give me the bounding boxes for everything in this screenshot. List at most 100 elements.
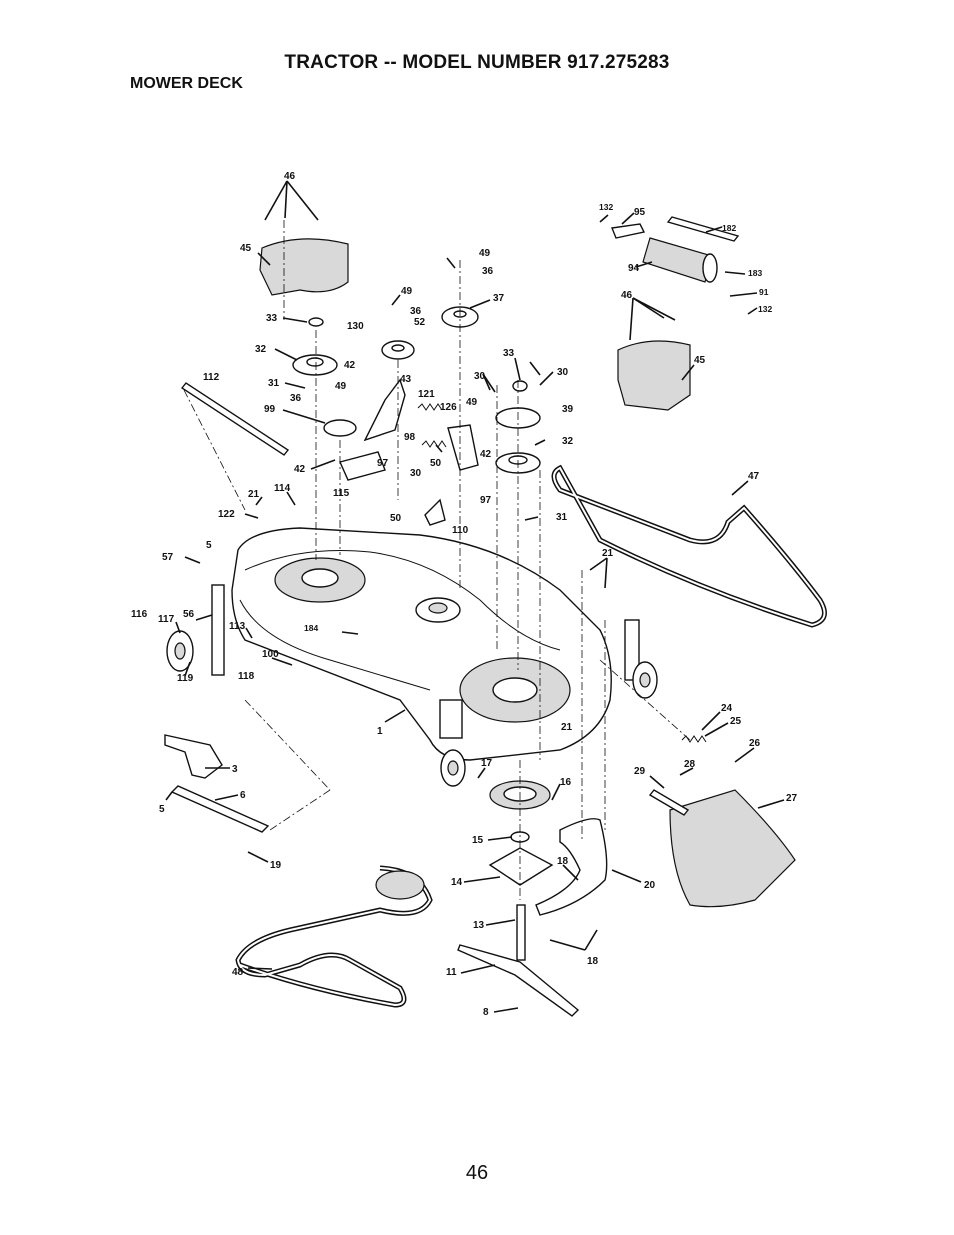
callout-label: 132 [599, 202, 613, 212]
callout-label: 46 [284, 171, 296, 182]
callout-label: 8 [483, 1007, 489, 1018]
mower-belt-47 [551, 464, 827, 628]
callout-label: 46 [621, 290, 633, 301]
mower-belt-47-inner [553, 466, 826, 627]
callout-label: 16 [560, 777, 572, 788]
link-rod-112 [180, 382, 290, 456]
callout-label: 91 [759, 287, 769, 297]
callout-label: 18 [557, 856, 569, 867]
belt-cover-right [617, 340, 691, 411]
engine-pulley [375, 870, 425, 900]
mower-deck-housing [211, 527, 640, 761]
callout-label: 114 [274, 483, 291, 494]
callout-label: 33 [503, 348, 515, 359]
callout-label: 97 [480, 495, 492, 506]
callout-label: 21 [561, 722, 573, 733]
callout-label: 183 [748, 268, 762, 278]
callout-label: 184 [304, 623, 318, 633]
callout-label: 20 [644, 880, 656, 891]
callout-label: 27 [786, 793, 798, 804]
callout-label: 49 [479, 248, 491, 259]
callout-label: 26 [749, 738, 761, 749]
assembly-lines [183, 220, 691, 900]
callout-label: 30 [557, 367, 569, 378]
callout-label: 30 [410, 468, 422, 479]
callout-label: 15 [472, 835, 484, 846]
chute-rod-28 [648, 789, 690, 816]
callout-label: 115 [333, 488, 350, 499]
callout-label: 5 [159, 804, 165, 815]
callout-label: 21 [602, 548, 614, 559]
callout-label: 50 [430, 458, 442, 469]
drive-belt-48-inner [236, 867, 432, 1007]
callout-label: 119 [177, 673, 194, 684]
callout-label: 52 [414, 317, 426, 328]
callout-label: 13 [473, 920, 485, 931]
callout-label: 36 [410, 306, 422, 317]
callout-label: 126 [440, 402, 457, 413]
callout-label: 32 [562, 436, 574, 447]
callout-label: 130 [347, 321, 364, 332]
callout-label: 37 [493, 293, 505, 304]
callout-label: 32 [255, 344, 267, 355]
callout-label: 5 [206, 540, 212, 551]
pulley-stack-center [381, 306, 479, 360]
callout-label: 47 [748, 471, 760, 482]
callout-label: 31 [556, 512, 568, 523]
link-rod-182 [666, 216, 740, 242]
idler-arm-left [339, 451, 386, 481]
leader-lines [165, 180, 785, 1013]
spindle-assembly [488, 780, 554, 961]
callout-label: 122 [218, 509, 235, 520]
callout-label: 31 [268, 378, 280, 389]
callout-label: 110 [452, 525, 469, 536]
callout-label: 42 [344, 360, 356, 371]
callout-label: 14 [451, 877, 463, 888]
callout-label: 45 [694, 355, 706, 366]
callout-label: 94 [628, 263, 640, 274]
callout-label: 39 [562, 404, 574, 415]
callout-label: 49 [466, 397, 478, 408]
callout-label: 33 [266, 313, 278, 324]
spring-25 [681, 735, 707, 743]
callout-label: 99 [264, 404, 276, 415]
mower-blade-11 [457, 944, 580, 1017]
spring-121 [417, 403, 443, 411]
callout-label: 56 [183, 609, 195, 620]
section-title: MOWER DECK [130, 75, 243, 92]
callout-label: 21 [248, 489, 260, 500]
callout-label: 112 [203, 372, 220, 383]
callout-label: 57 [162, 552, 174, 563]
callout-label: 17 [481, 758, 493, 769]
callout-label: 113 [229, 621, 246, 632]
callout-label: 118 [238, 671, 255, 682]
callout-label: 36 [482, 266, 494, 277]
callout-label: 1 [377, 726, 383, 737]
callout-label: 42 [480, 449, 492, 460]
bracket-110 [424, 498, 446, 526]
callout-label: 18 [587, 956, 599, 967]
callout-label: 43 [400, 374, 412, 385]
anti-scalp-roller [642, 237, 718, 283]
callout-label: 48 [232, 967, 244, 978]
callout-label: 36 [290, 393, 302, 404]
callout-label: 30 [474, 371, 486, 382]
gauge-wheel-right [632, 661, 658, 699]
callout-label: 42 [294, 464, 306, 475]
spring-98 [421, 440, 447, 448]
callout-label: 45 [240, 243, 252, 254]
callout-label: 121 [418, 389, 435, 400]
callout-label: 95 [634, 207, 646, 218]
callout-label: 116 [131, 609, 148, 620]
callout-label: 49 [401, 286, 413, 297]
callout-label: 25 [730, 716, 742, 727]
callout-label: 24 [721, 703, 733, 714]
idler-arm-center [363, 378, 406, 442]
page-number: 46 [465, 1162, 489, 1184]
page-title: TRACTOR -- MODEL NUMBER 917.275283 [284, 52, 670, 73]
callout-label: 6 [240, 790, 246, 801]
callout-label: 182 [722, 223, 736, 233]
gauge-wheel-front [440, 749, 466, 787]
callout-label: 29 [634, 766, 646, 777]
callout-label: 100 [262, 649, 279, 660]
